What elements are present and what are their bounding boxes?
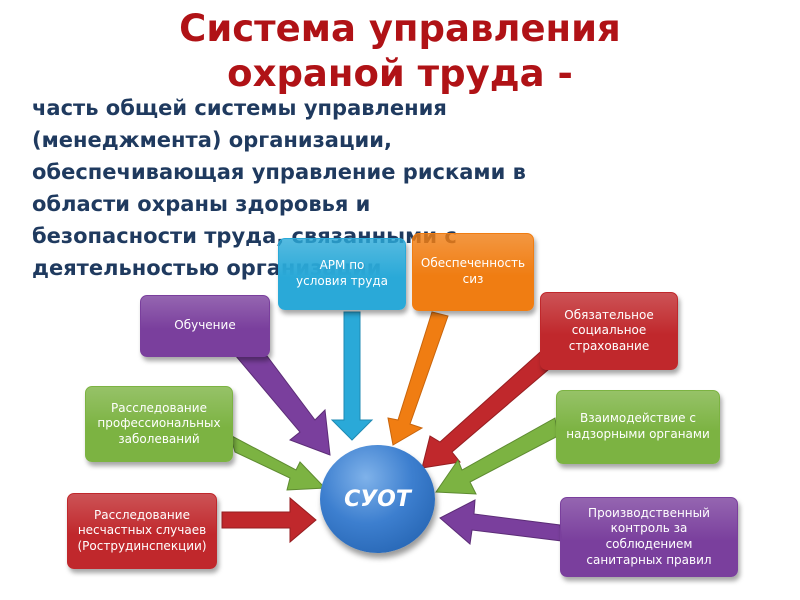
box-rassl-nes-label: Расследование несчастных случаев (Ростру… xyxy=(77,507,207,553)
arrow-rassl-prof xyxy=(229,434,327,491)
center-label: СУОТ xyxy=(344,486,411,512)
box-arm-label: АРМ по условия труда xyxy=(296,258,388,288)
body-line-2: (менеджмента) организации, xyxy=(32,128,392,152)
box-strahovanie: Обязательное социальное страхование xyxy=(540,292,678,370)
box-nadzor-label: Взаимодействие с надзорными органами xyxy=(566,411,710,441)
body-line-1: часть общей системы управления xyxy=(32,96,447,120)
box-nadzor: Взаимодействие с надзорными органами xyxy=(556,390,720,464)
box-rassl-prof: Расследование профессиональных заболеван… xyxy=(85,386,233,462)
body-line-4: области охраны здоровья и xyxy=(32,192,371,216)
box-strahovanie-label: Обязательное социальное страхование xyxy=(564,307,654,353)
box-rassl-nes: Расследование несчастных случаев (Ростру… xyxy=(67,493,217,569)
arrow-siz xyxy=(387,311,449,446)
box-siz-label: Обеспеченность сиз xyxy=(420,256,526,286)
arrow-prod-kontrol xyxy=(439,499,563,545)
box-arm: АРМ по условия труда xyxy=(278,238,406,310)
box-obuchenie-label: Обучение xyxy=(174,318,236,333)
arrow-nadzor xyxy=(435,417,559,495)
box-obuchenie: Обучение xyxy=(140,295,270,357)
title-line-2: охраной труда - xyxy=(227,52,573,95)
arrow-rassl-nes xyxy=(221,496,317,544)
arrow-strahovanie xyxy=(421,344,563,469)
arrow-arm xyxy=(330,311,374,441)
box-siz: Обеспеченность сиз xyxy=(412,233,534,311)
center-circle-suot: СУОТ xyxy=(320,445,435,553)
arrow-obuchenie xyxy=(234,339,331,456)
box-prod-kontrol-label: Производственный контроль за соблюдением… xyxy=(586,505,712,567)
box-rassl-prof-label: Расследование профессиональных заболеван… xyxy=(97,400,221,446)
title-line-1: Система управления xyxy=(179,7,621,50)
box-prod-kontrol: Производственный контроль за соблюдением… xyxy=(560,497,738,577)
body-line-3: обеспечивающая управление рисками в xyxy=(32,160,526,184)
